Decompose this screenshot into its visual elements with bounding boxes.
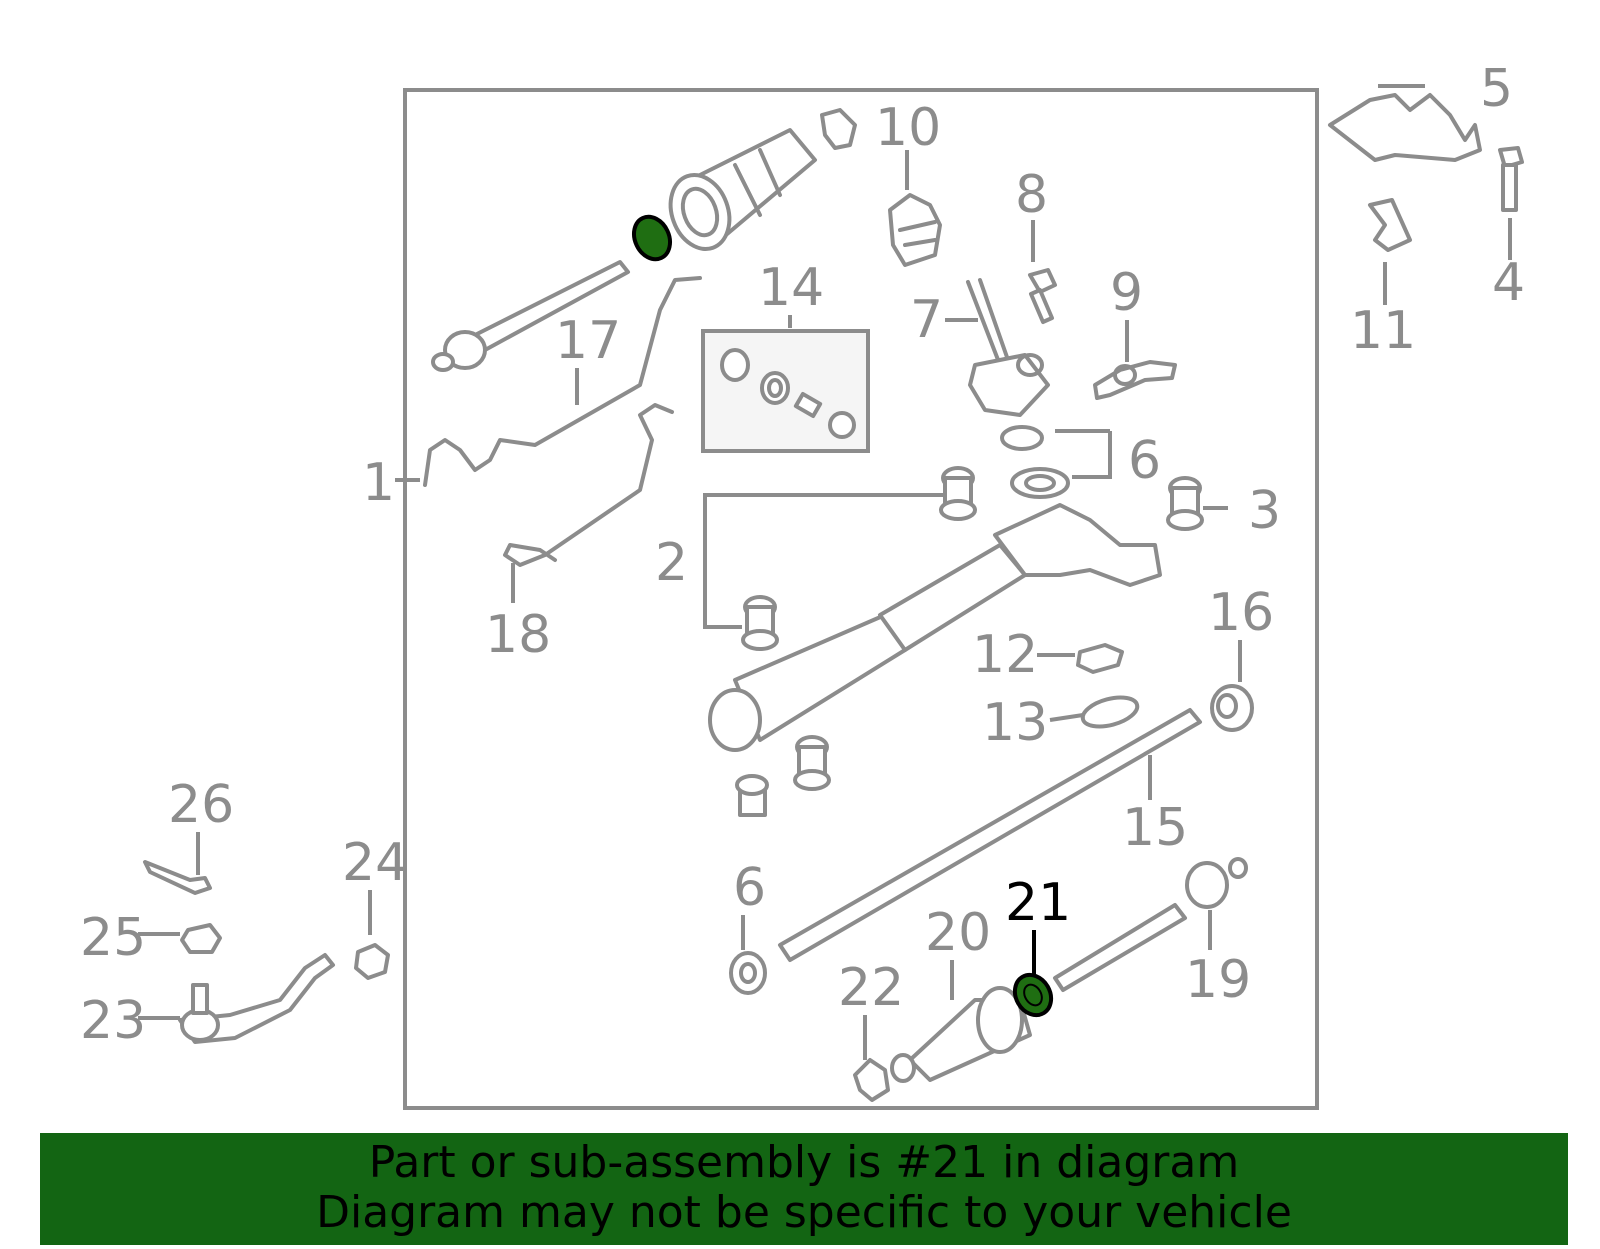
nut-25 <box>180 923 222 954</box>
callout-16: 16 <box>1208 583 1274 643</box>
bushing-16 <box>1210 684 1254 732</box>
callout-17: 17 <box>555 311 621 371</box>
callout-12: 12 <box>972 625 1038 685</box>
callout-26: 26 <box>168 775 234 835</box>
mount-insulator <box>888 193 942 267</box>
return-hose <box>503 403 674 567</box>
kit-parts <box>720 348 856 439</box>
callout-3: 3 <box>1248 481 1281 541</box>
sensor-9 <box>1093 360 1177 400</box>
upper-tie-rod <box>431 260 630 372</box>
callout-23: 23 <box>80 991 146 1051</box>
callout-11: 11 <box>1350 301 1416 361</box>
callout-7: 7 <box>910 290 943 350</box>
bolt-8 <box>1028 268 1057 324</box>
bolt-4 <box>1498 146 1524 212</box>
callout-2: 2 <box>655 533 688 593</box>
callout-5: 5 <box>1480 59 1513 119</box>
callout-6-lower: 6 <box>733 858 766 918</box>
callout-1: 1 <box>362 453 395 513</box>
bracket-26 <box>143 860 212 895</box>
seal-6-lower <box>1010 467 1070 499</box>
bushing-2-upper <box>939 466 977 521</box>
nut-12 <box>1076 643 1124 674</box>
callout-13: 13 <box>982 693 1048 753</box>
upper-ring-highlight <box>632 214 672 262</box>
nut-24 <box>354 943 390 980</box>
cap-13 <box>1080 695 1140 729</box>
bushing-2-lower <box>741 595 779 651</box>
banner-line-2: Diagram may not be specific to your vehi… <box>316 1187 1292 1238</box>
splash-guard-5 <box>1328 93 1482 162</box>
callout-22: 22 <box>838 958 904 1018</box>
upper-boot <box>668 108 857 251</box>
callout-19: 19 <box>1185 950 1251 1010</box>
callout-6-upper: 6 <box>1128 431 1161 491</box>
callout-18: 18 <box>485 605 551 665</box>
callout-20: 20 <box>925 903 991 963</box>
info-banner: Part or sub-assembly is #21 in diagram D… <box>40 1133 1568 1245</box>
callout-14: 14 <box>758 258 824 318</box>
callout-21: 21 <box>1005 873 1071 933</box>
callout-25: 25 <box>80 908 146 968</box>
pressure-hose <box>423 276 702 487</box>
clamp-22 <box>853 1058 890 1102</box>
callout-9: 9 <box>1110 263 1143 323</box>
seal-6-upper <box>1000 425 1044 451</box>
callout-15: 15 <box>1122 798 1188 858</box>
callout-24: 24 <box>342 833 408 893</box>
lower-boot <box>890 986 1032 1083</box>
washer-6-lower <box>729 951 767 995</box>
highlighted-part-21 <box>1012 972 1054 1018</box>
bushing-3 <box>1166 476 1204 531</box>
rack-housing <box>708 503 1162 817</box>
tie-rod-19 <box>1053 857 1248 992</box>
rack-bar <box>778 708 1202 962</box>
leader-lines <box>138 84 1512 1060</box>
assembly-frame <box>403 88 1319 1110</box>
pinion-valve <box>966 278 1050 417</box>
callout-10: 10 <box>875 98 941 158</box>
bracket-11 <box>1368 198 1412 252</box>
bushing-lower-mid <box>793 735 831 791</box>
callout-4: 4 <box>1492 253 1525 313</box>
banner-line-1: Part or sub-assembly is #21 in diagram <box>368 1137 1240 1188</box>
tie-rod-end-23 <box>178 953 335 1044</box>
callout-8: 8 <box>1015 165 1048 225</box>
